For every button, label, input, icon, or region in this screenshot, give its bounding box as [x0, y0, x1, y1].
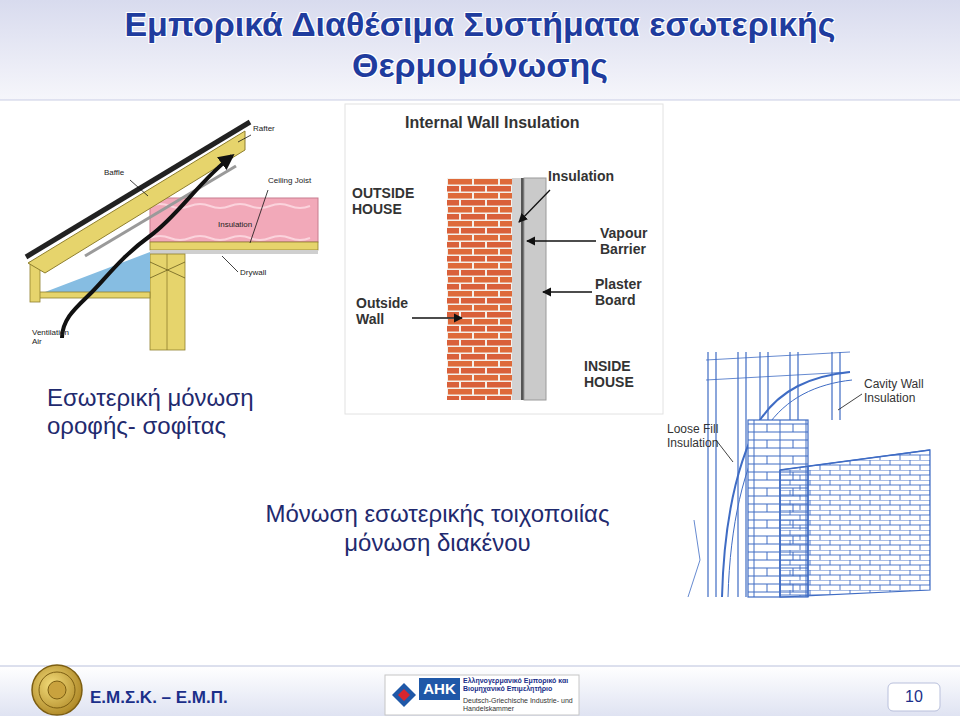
part-label: Outside Wall	[356, 295, 422, 327]
page-number: 10	[888, 688, 940, 706]
part-label: Cavity Wall Insulation	[864, 378, 934, 406]
part-label: Drywall	[240, 268, 290, 277]
part-label: Ventilation Air	[32, 328, 77, 346]
part-label: Vapour Barrier	[600, 225, 660, 257]
part-label: Plaster Board	[595, 276, 655, 308]
part-label: Ceiling Joist	[268, 176, 328, 185]
side-label: INSIDE HOUSE	[584, 358, 664, 390]
logo-text: Ελληνογερμανικό Εμπορικό και Βιομηχανικό…	[463, 677, 577, 693]
part-label: Rafter	[253, 124, 313, 133]
figure-caption: Μόνωση εσωτερικής τοιχοποιίας	[200, 500, 675, 528]
part-label: Baffle	[104, 168, 144, 177]
part-label: Loose Fill Insulation	[667, 423, 729, 451]
slide-title: Εμπορικά Διαθέσιμα Συστήματα εσωτερικής …	[70, 4, 890, 87]
logo-text: AHK	[419, 680, 460, 697]
figure-caption: μόνωση διακένου	[200, 529, 675, 557]
figure-caption: Εσωτερική μόνωση οροφής- σοφίτας	[47, 384, 279, 439]
footer-text: Ε.Μ.Σ.Κ. – Ε.Μ.Π.	[90, 688, 290, 708]
part-label: Insulation	[218, 220, 268, 229]
side-label: OUTSIDE HOUSE	[352, 185, 432, 217]
part-label: Insulation	[548, 168, 628, 184]
logo-text: Deutsch-Griechische Industrie- und Hande…	[463, 697, 577, 713]
figure-heading: Internal Wall Insulation	[405, 114, 635, 132]
